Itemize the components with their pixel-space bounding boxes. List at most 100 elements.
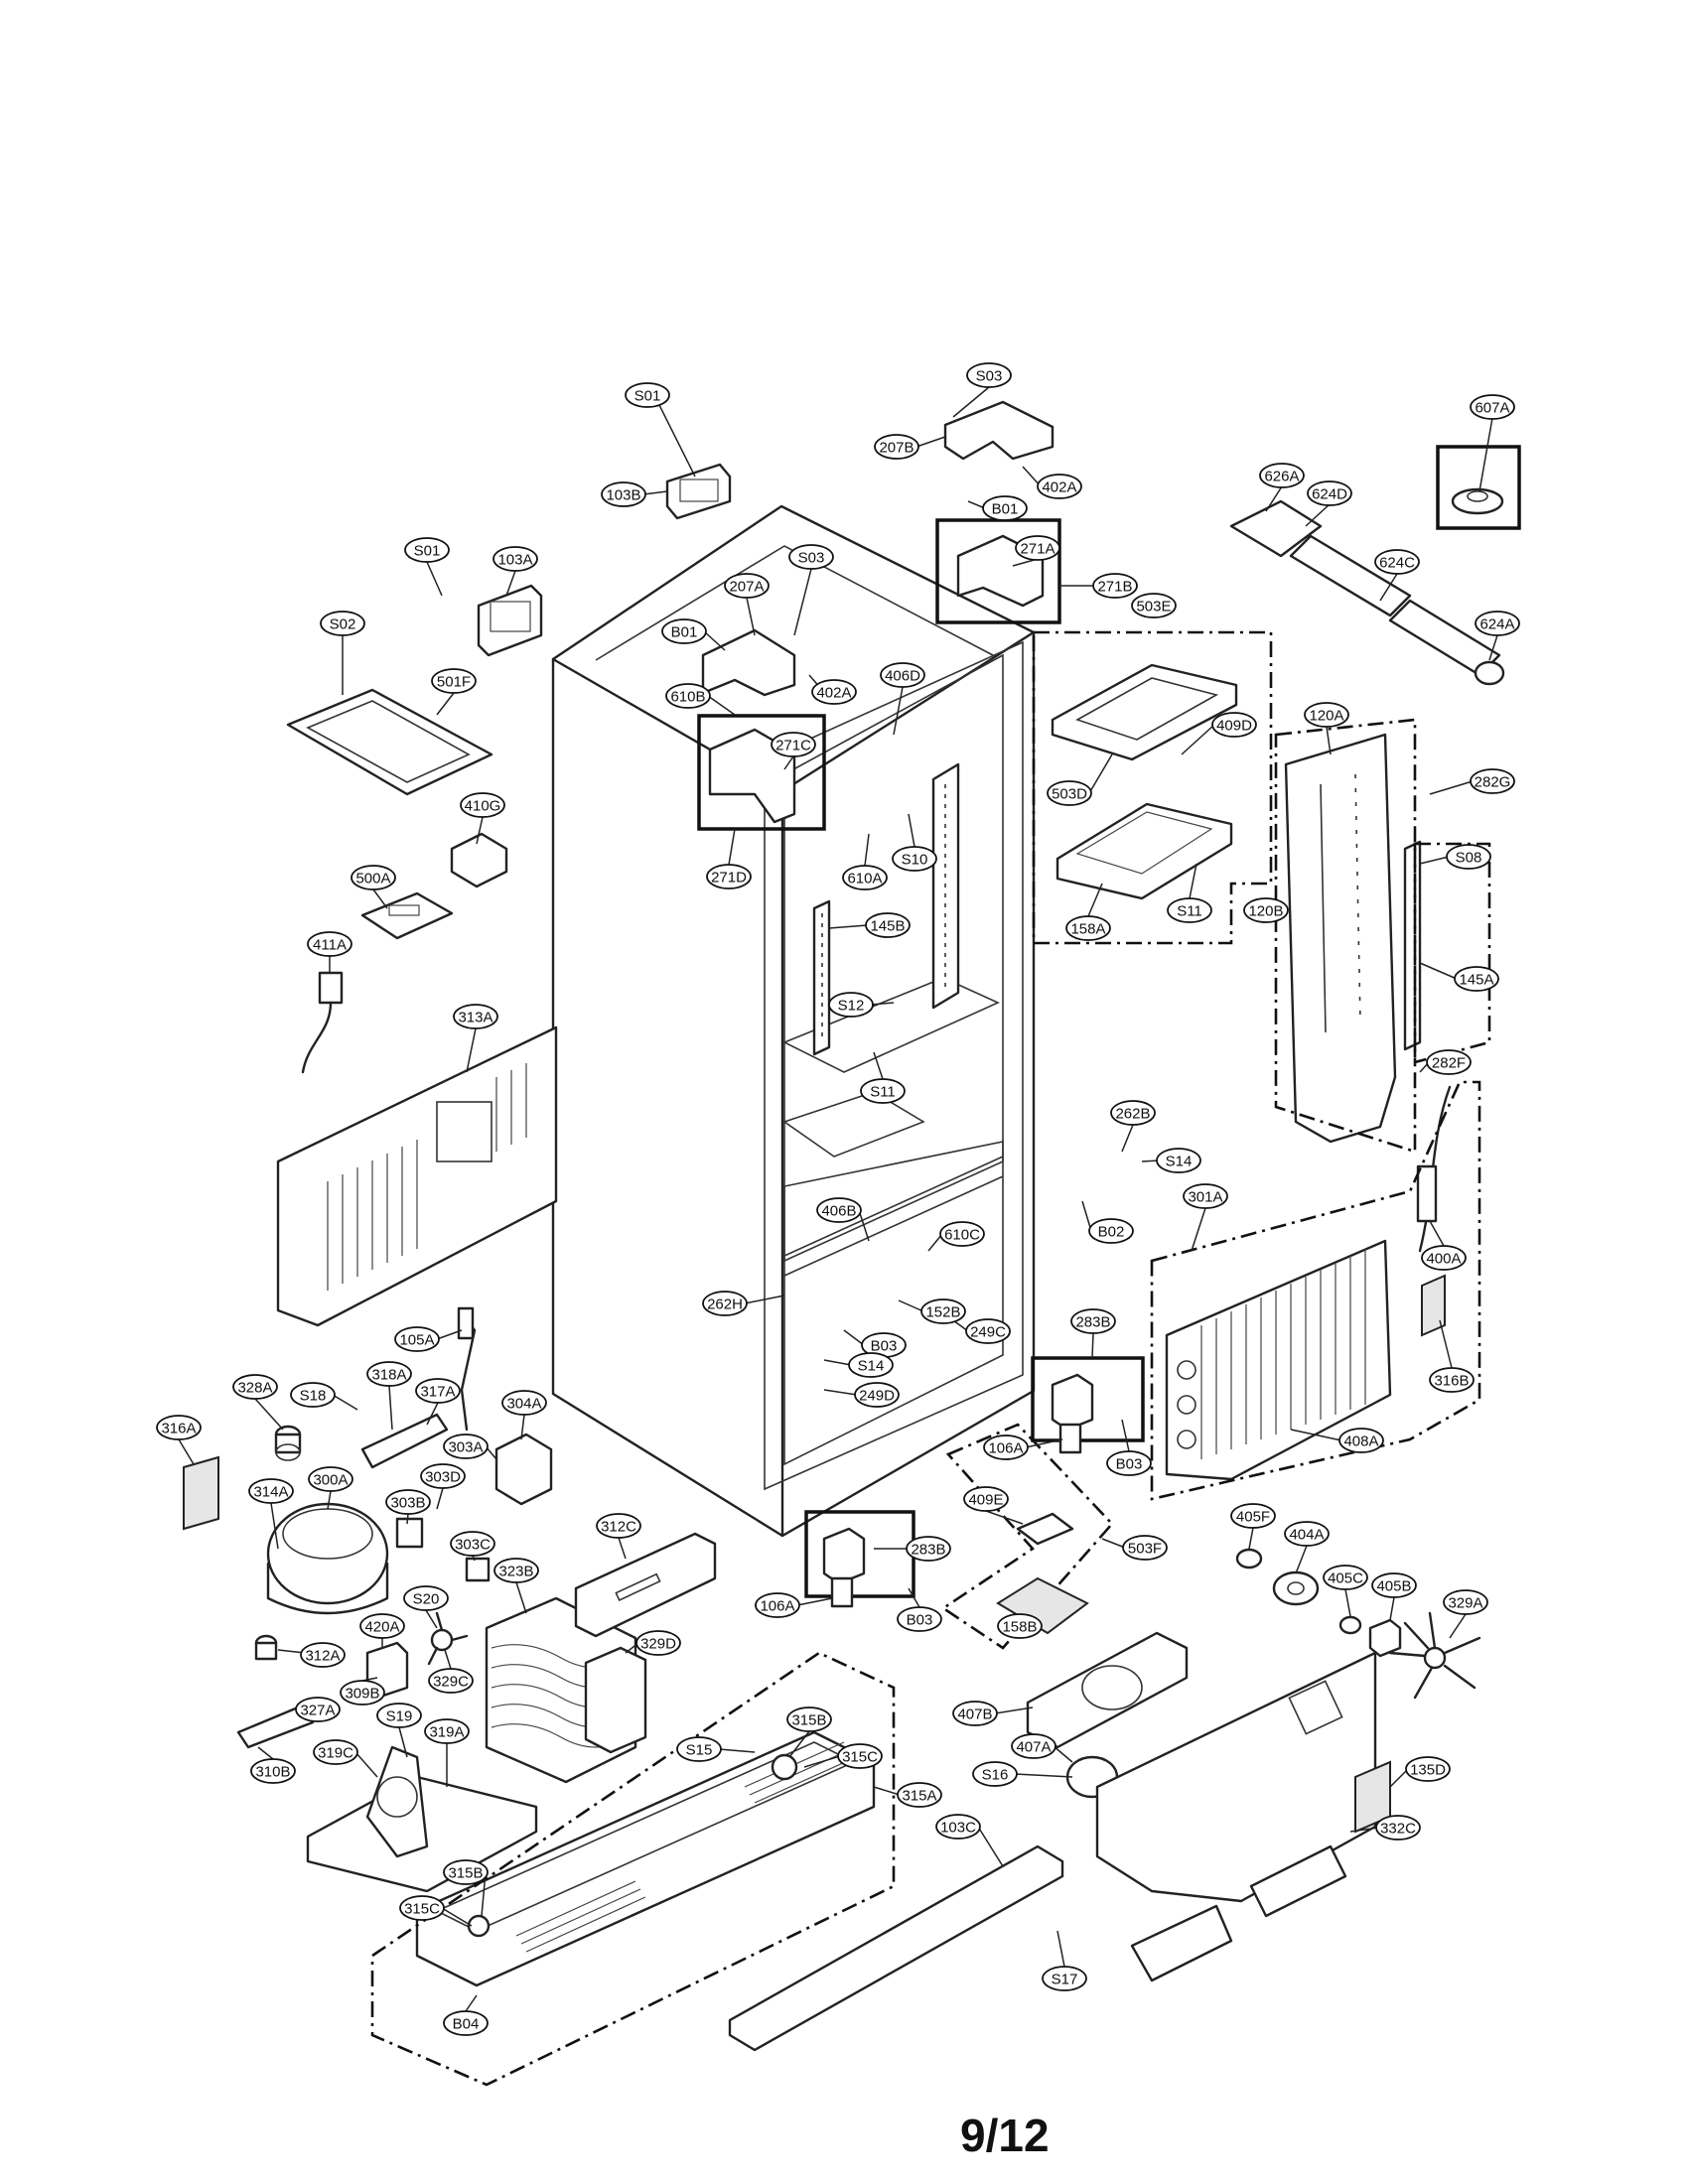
group-120a bbox=[1274, 718, 1417, 1154]
callout-label: 145A bbox=[1459, 972, 1493, 989]
cover-503f bbox=[940, 1423, 1114, 1650]
callout-120b: 120B bbox=[1243, 897, 1289, 923]
callout-label: 624C bbox=[1379, 555, 1415, 572]
box-607a bbox=[1436, 445, 1521, 530]
grommet-312a bbox=[254, 1634, 278, 1661]
callout-s15: S15 bbox=[676, 1736, 722, 1762]
callout-s02: S02 bbox=[320, 611, 365, 636]
callout-271b: 271B bbox=[1092, 573, 1138, 599]
callout-label: 262B bbox=[1115, 1106, 1150, 1123]
group-301a bbox=[1150, 1080, 1481, 1501]
callout-314a: 314A bbox=[248, 1478, 294, 1504]
callout-s01: S01 bbox=[625, 382, 670, 408]
callout-405b: 405B bbox=[1371, 1572, 1417, 1598]
callout-label: 607A bbox=[1475, 400, 1509, 417]
callout-label: 120A bbox=[1309, 708, 1343, 725]
fan-329a bbox=[1388, 1611, 1481, 1700]
grommet-328a bbox=[274, 1425, 302, 1461]
callout-411a: 411A bbox=[307, 931, 352, 957]
callout-503d: 503D bbox=[1047, 780, 1092, 806]
callout-label: 303A bbox=[448, 1439, 483, 1456]
callout-label: B01 bbox=[992, 501, 1019, 518]
callout-label: 332C bbox=[1380, 1821, 1416, 1838]
callout-283b: 283B bbox=[1070, 1308, 1116, 1334]
callout-label: S03 bbox=[798, 550, 825, 567]
callout-label: S03 bbox=[976, 368, 1003, 385]
callout-label: 103B bbox=[606, 487, 640, 504]
bracket-405b bbox=[1368, 1618, 1402, 1658]
duct-332c bbox=[1095, 1651, 1377, 1982]
callout-329a: 329A bbox=[1443, 1589, 1488, 1615]
duct-120a bbox=[1284, 733, 1397, 1144]
callout-label: B04 bbox=[453, 2016, 480, 2033]
callout-label: 327A bbox=[300, 1703, 335, 1719]
hinge-271d bbox=[708, 728, 796, 824]
callout-label: 207B bbox=[879, 440, 914, 457]
bracket-303b bbox=[395, 1517, 424, 1549]
callout-323b: 323B bbox=[493, 1558, 539, 1583]
callout-271a: 271A bbox=[1015, 535, 1060, 561]
leader-lines bbox=[178, 386, 1498, 2012]
callout-s16: S16 bbox=[972, 1761, 1018, 1787]
callout-282f: 282F bbox=[1426, 1049, 1472, 1075]
callout-s03: S03 bbox=[788, 544, 834, 570]
callout-410g: 410G bbox=[460, 792, 505, 818]
callout-label: 315B bbox=[448, 1865, 483, 1882]
cap-607a bbox=[1451, 487, 1504, 515]
callout-610c: 610C bbox=[939, 1221, 985, 1247]
rail-145a bbox=[1403, 840, 1422, 1051]
callout-626a: 626A bbox=[1259, 463, 1305, 488]
callout-317a: 317A bbox=[415, 1378, 461, 1404]
callout-135d: 135D bbox=[1405, 1756, 1451, 1782]
callout-624d: 624D bbox=[1307, 480, 1352, 506]
callout-319c: 319C bbox=[313, 1739, 358, 1765]
callout-label: 312C bbox=[601, 1519, 636, 1536]
callout-label: 407B bbox=[957, 1706, 992, 1723]
callout-label: 271D bbox=[711, 870, 747, 887]
callout-315c: 315C bbox=[399, 1895, 445, 1921]
callout-label: 262H bbox=[707, 1297, 743, 1313]
callout-label: 402A bbox=[816, 685, 851, 702]
callout-label: 145B bbox=[870, 918, 905, 935]
callout-106a: 106A bbox=[983, 1434, 1029, 1460]
grommet-405f bbox=[1235, 1548, 1263, 1570]
callout-402a: 402A bbox=[811, 679, 857, 705]
callout-label: 319C bbox=[318, 1745, 353, 1762]
callout-s19: S19 bbox=[376, 1703, 422, 1728]
callout-s18: S18 bbox=[290, 1382, 336, 1408]
callout-label: B02 bbox=[1098, 1224, 1125, 1241]
tray-501f bbox=[286, 688, 493, 796]
callout-b03: B03 bbox=[1106, 1450, 1152, 1476]
group-145a bbox=[1413, 842, 1491, 1064]
shroud-329d bbox=[584, 1646, 647, 1754]
callout-283b: 283B bbox=[906, 1536, 951, 1562]
cover-319a bbox=[306, 1745, 538, 1893]
callout-319a: 319A bbox=[424, 1718, 470, 1744]
callout-label: 315B bbox=[791, 1712, 826, 1729]
callout-503f: 503F bbox=[1122, 1535, 1168, 1561]
callout-label: 409D bbox=[1216, 718, 1252, 735]
callout-label: 313A bbox=[458, 1010, 492, 1026]
callout-label: 105A bbox=[399, 1332, 434, 1349]
callout-158a: 158A bbox=[1065, 915, 1111, 941]
callout-282g: 282G bbox=[1470, 768, 1515, 794]
callout-label: 406D bbox=[885, 668, 920, 685]
leg-106a-left bbox=[822, 1527, 866, 1608]
callout-label: 282G bbox=[1475, 774, 1511, 791]
callout-label: S15 bbox=[686, 1742, 713, 1759]
callout-label: 152B bbox=[925, 1304, 960, 1321]
callout-labels: S01S03607A207B626A624D402A103BB01271AS01… bbox=[156, 362, 1520, 2036]
callout-label: 318A bbox=[371, 1367, 406, 1384]
callout-label: 400A bbox=[1426, 1251, 1461, 1268]
callout-label: 317A bbox=[420, 1384, 455, 1401]
grommet-405c bbox=[1338, 1615, 1362, 1635]
compressor-300a bbox=[266, 1502, 389, 1615]
callout-406b: 406B bbox=[816, 1197, 862, 1223]
callout-label: S14 bbox=[858, 1358, 885, 1375]
callout-label: 316B bbox=[1434, 1373, 1469, 1390]
callout-label: 328A bbox=[237, 1380, 272, 1397]
callout-s20: S20 bbox=[403, 1585, 449, 1611]
callout-label: 312A bbox=[305, 1648, 340, 1665]
callout-label: S02 bbox=[330, 616, 356, 633]
callout-label: 207A bbox=[729, 579, 764, 596]
